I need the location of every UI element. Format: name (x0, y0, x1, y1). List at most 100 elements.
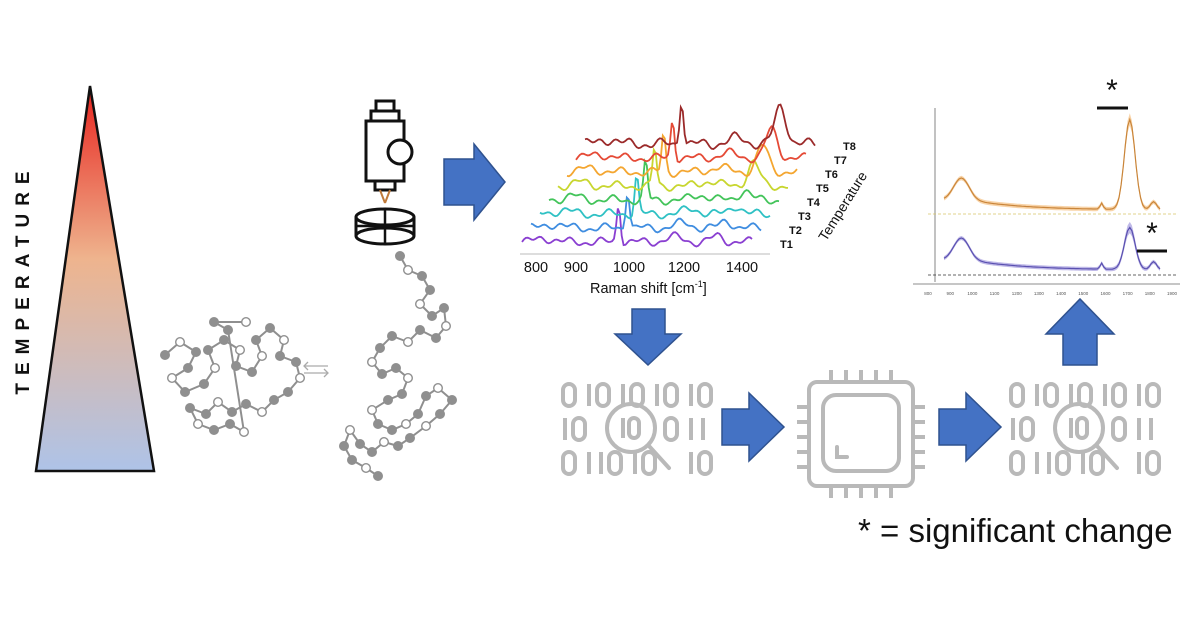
monomer-bead (291, 357, 302, 368)
result-x-tick: 1200 (1012, 291, 1023, 296)
monomer-bead (184, 403, 195, 414)
flow-arrows (443, 141, 1116, 463)
monomer-bead (427, 311, 438, 322)
monomer-bead (179, 387, 190, 398)
x-axis-label-close: ] (703, 281, 707, 297)
monomer-bead (218, 335, 229, 346)
polymer-coil (159, 317, 306, 438)
result-x-tick: 1800 (1145, 291, 1156, 296)
trace-label: T1 (780, 239, 793, 251)
monomer-bead (275, 351, 286, 362)
result-x-tick: 1500 (1078, 291, 1089, 296)
monomer-bead (208, 317, 219, 328)
monomer-bead (347, 455, 358, 466)
monomer-bead (279, 335, 290, 346)
arrow-to-data (613, 308, 683, 367)
monomer-bead (238, 427, 249, 438)
monomer-bead (387, 425, 398, 436)
spectrum-trace (539, 176, 771, 220)
monomer-bead (182, 363, 193, 374)
monomer-bead (439, 303, 450, 314)
stretch-arrow-icon (303, 361, 329, 378)
monomer-bead (403, 337, 414, 348)
monomer-bead (379, 437, 390, 448)
spectrum-trace (566, 133, 798, 178)
monomer-bead (393, 441, 404, 452)
monomer-bead (367, 357, 378, 368)
monomer-bead (425, 285, 436, 296)
monomer-bead (433, 383, 444, 394)
monomer-bead (431, 333, 442, 344)
arrow-to-result (1044, 297, 1116, 366)
significance-legend: * = significant change (858, 512, 1173, 549)
result-x-tick: 1600 (1100, 291, 1111, 296)
binary-search-icon (1009, 382, 1161, 476)
spectra-x-tick: 800 (524, 260, 548, 276)
monomer-bead (415, 299, 426, 310)
monomer-bead (355, 439, 366, 450)
result-series (943, 113, 1161, 272)
temperature-gradient: TEMPERATURE (13, 85, 156, 473)
spectrum-trace (575, 122, 807, 164)
spectra-x-tick: 1200 (668, 260, 700, 276)
monomer-bead (413, 409, 424, 420)
trace-label: T5 (816, 183, 829, 195)
x-axis-label-superscript: -1 (695, 279, 703, 289)
spectrum-trace (548, 157, 780, 206)
polymer-chains (159, 250, 458, 482)
monomer-bead (257, 407, 268, 418)
monomer-bead (265, 323, 276, 334)
arrow-to-chip (721, 391, 786, 463)
monomer-bead (224, 419, 235, 430)
x-axis-label-text: Raman shift [cm (590, 281, 695, 297)
significance-marker-upper: * (1106, 74, 1118, 107)
monomer-bead (208, 425, 219, 436)
arrow-to-analysis (938, 391, 1003, 463)
result-series-upper (943, 113, 1161, 212)
monomer-bead (190, 347, 201, 358)
monomer-bead (447, 395, 458, 406)
trace-label: T7 (834, 155, 847, 167)
monomer-bead (222, 325, 233, 336)
monomer-bead (435, 409, 446, 420)
monomer-bead (246, 367, 257, 378)
monomer-bead (209, 363, 220, 374)
monomer-bead (240, 399, 251, 410)
monomer-bead (234, 345, 245, 356)
monomer-bead (226, 407, 237, 418)
monomer-bead (250, 335, 261, 346)
monomer-bead (377, 369, 388, 380)
monomer-bead (387, 331, 398, 342)
monomer-bead (395, 250, 406, 261)
temperature-triangle (34, 85, 156, 473)
monomer-bead (375, 343, 386, 354)
result-x-tick: 1900 (1167, 291, 1178, 296)
monomer-bead (373, 471, 384, 482)
result-series-lower (943, 221, 1161, 272)
monomer-bead (230, 361, 241, 372)
monomer-bead (339, 441, 350, 452)
monomer-bead (240, 317, 251, 328)
monomer-bead (415, 325, 426, 336)
monomer-bead (212, 397, 223, 408)
spectrum-trace (521, 208, 753, 248)
spectra-x-axis-label: Raman shift [cm-1] (590, 279, 707, 297)
monomer-bead (417, 271, 428, 282)
arrow-to-spectra (443, 141, 506, 223)
monomer-bead (174, 337, 185, 348)
monomer-bead (421, 421, 432, 432)
trace-label: T2 (789, 225, 802, 237)
monomer-bead (373, 419, 384, 430)
result-x-tick: 1000 (967, 291, 978, 296)
result-x-tick: 1700 (1123, 291, 1134, 296)
monomer-bead (405, 433, 416, 444)
spectrum-trace (584, 103, 816, 150)
trace-label: T6 (825, 169, 838, 181)
monomer-bead (269, 395, 280, 406)
